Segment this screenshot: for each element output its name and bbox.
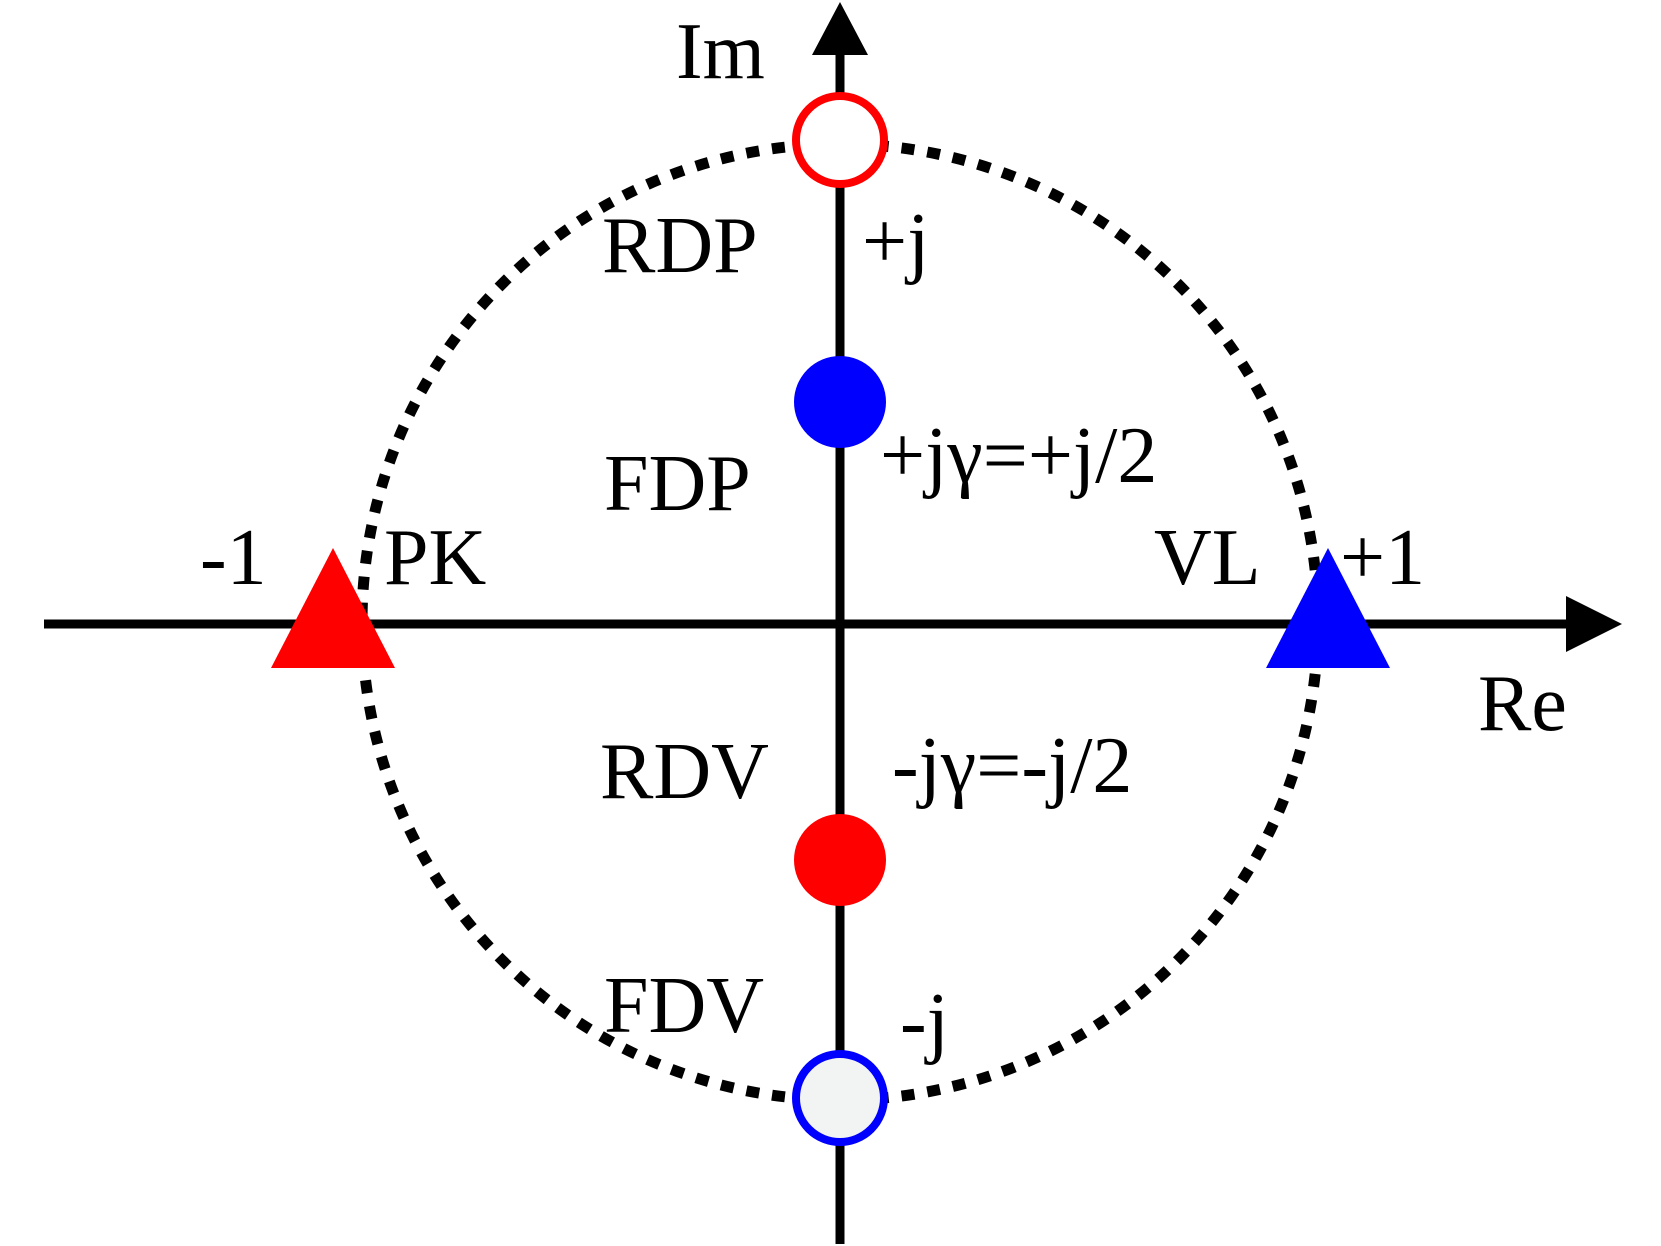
points-layer <box>271 92 1390 1146</box>
minus-one-label: -1 <box>200 514 267 602</box>
plus-j-label: +j <box>862 198 929 286</box>
fdv-label: FDV <box>604 962 764 1050</box>
minus-jgamma-label: -jγ=-j/2 <box>892 722 1132 810</box>
imaginary-axis-arrow-icon <box>812 2 868 55</box>
rdp-point <box>792 92 888 188</box>
vl-point <box>1266 548 1390 668</box>
fdp-point <box>794 356 886 448</box>
plus-one-label: +1 <box>1340 514 1425 602</box>
real-axis-label: Re <box>1478 660 1567 748</box>
minus-j-label: -j <box>900 978 949 1066</box>
fdp-label: FDP <box>604 440 751 528</box>
pk-point <box>271 548 395 668</box>
fdv-point <box>792 1050 888 1146</box>
real-axis-arrow-icon <box>1566 596 1622 652</box>
rdv-label: RDV <box>600 728 769 816</box>
pk-label: PK <box>384 514 486 602</box>
vl-label: VL <box>1154 514 1261 602</box>
plus-jgamma-label: +jγ=+j/2 <box>880 412 1157 500</box>
rdv-point <box>794 814 886 906</box>
imag-axis-label: Im <box>676 8 765 96</box>
rdp-label: RDP <box>602 202 758 290</box>
